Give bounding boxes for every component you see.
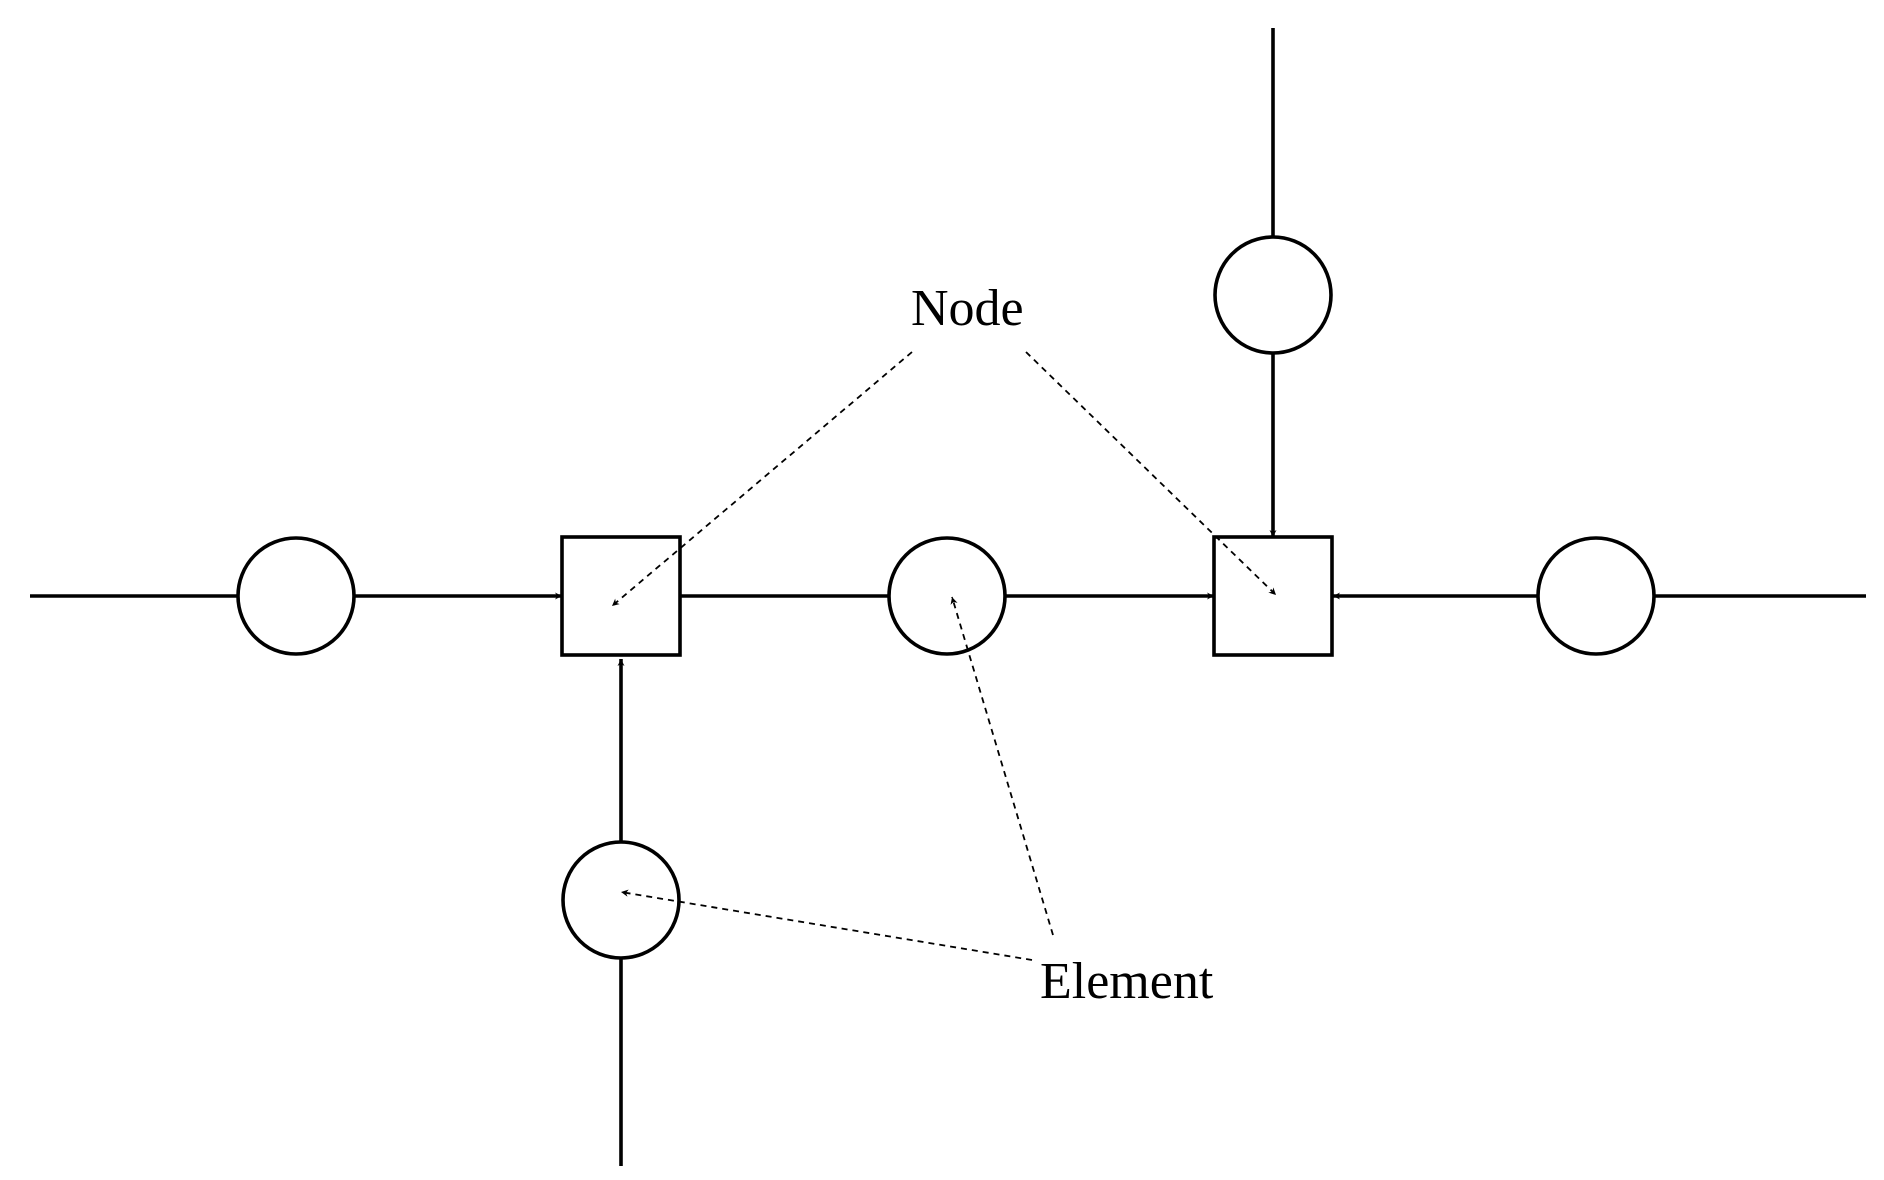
leader-element-to-center-circle [950, 596, 1054, 936]
leader-node-to-right-square [1025, 351, 1277, 596]
element-circle-bottom [561, 840, 681, 960]
element-circle-right [1536, 536, 1656, 656]
leader-node-to-left-square [611, 351, 913, 607]
element-label: Element [1040, 953, 1214, 1010]
node-label: Node [911, 280, 1024, 337]
node-square-right [1212, 535, 1334, 657]
node-square-left [560, 535, 682, 657]
leader-element-to-bottom-circle [620, 889, 1033, 961]
element-circle-left [236, 536, 356, 656]
element-circle-top [1213, 235, 1333, 355]
element-circle-center [887, 536, 1007, 656]
